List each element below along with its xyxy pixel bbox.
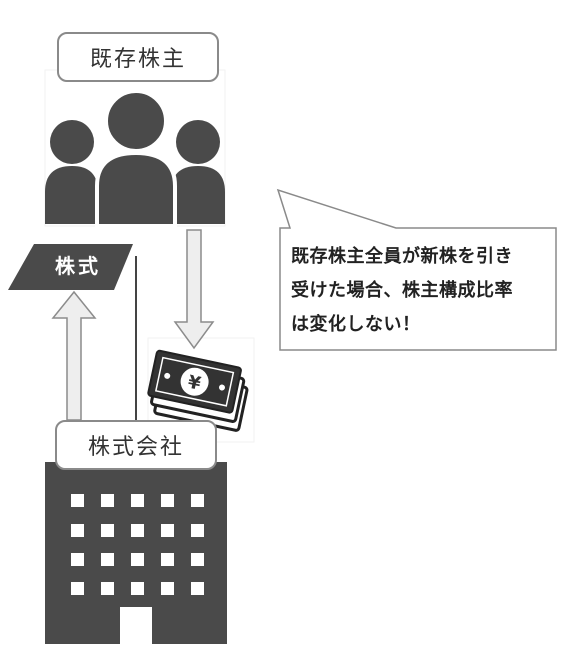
callout-bubble [276, 188, 557, 351]
stock-parallelogram [8, 244, 133, 290]
callout-line: は変化しない！ [291, 314, 421, 335]
stock-label: 株式 [55, 254, 101, 278]
people-group-icon [45, 89, 225, 228]
shareholders-label-text: 既存株主 [89, 47, 186, 72]
yen-symbol: ¥ [186, 372, 203, 395]
shareholders-label: 既存株主 [57, 32, 219, 82]
company-label: 株式会社 [55, 420, 217, 470]
company-label-text: 株式会社 [87, 435, 184, 460]
up-arrow [51, 290, 97, 421]
office-building-icon [45, 462, 227, 644]
down-arrow [173, 229, 215, 350]
yen-banknote-icon: ¥ [147, 349, 249, 432]
callout-line: 既存株主全員が新株を引き [291, 246, 513, 267]
callout-text: 既存株主全員が新株を引き 受けた場合、株主構成比率 は変化しない！ [291, 240, 553, 342]
callout-line: 受けた場合、株主構成比率 [291, 280, 513, 301]
